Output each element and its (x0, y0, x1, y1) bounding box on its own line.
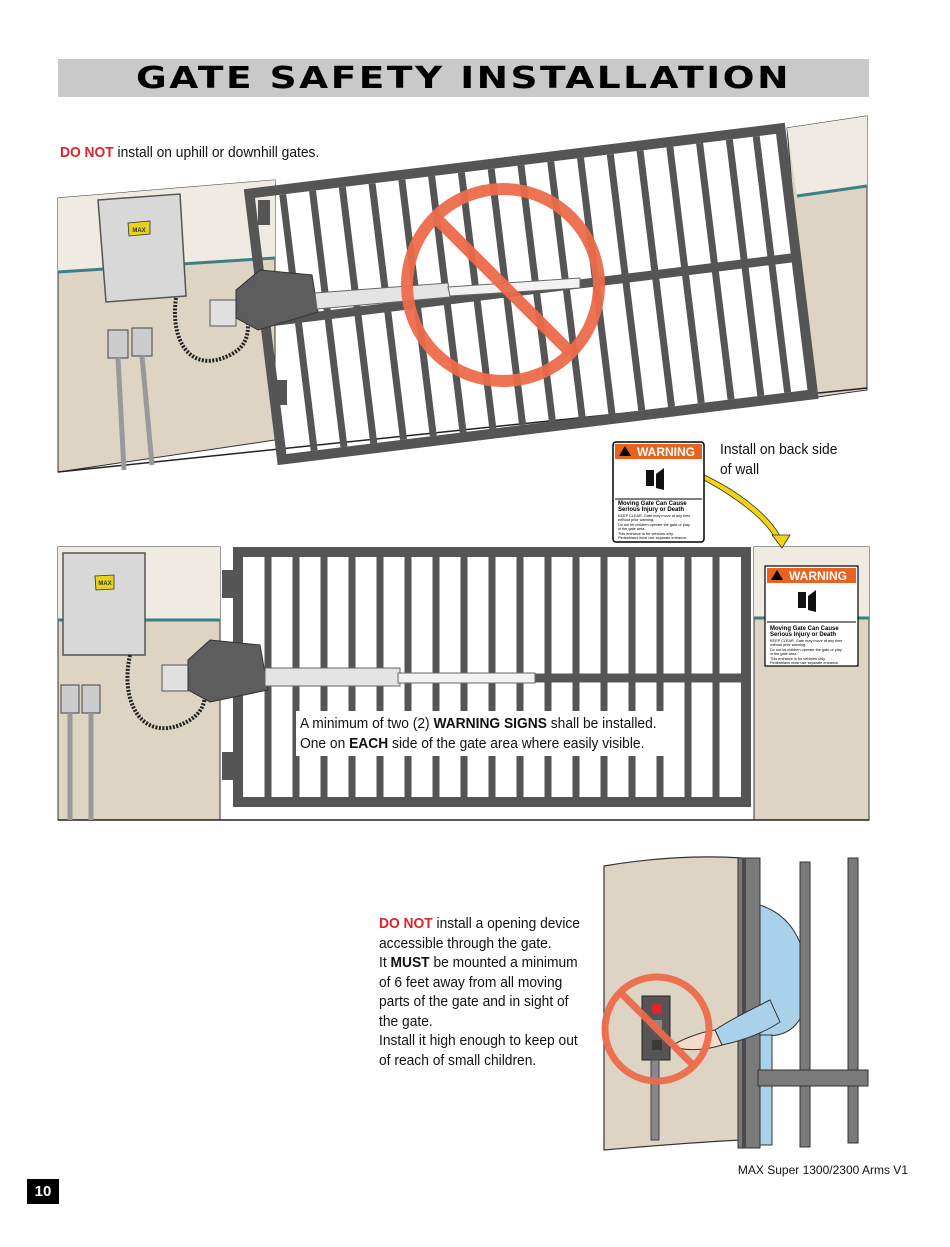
warning-headline-1b: Moving Gate Can Cause (770, 626, 839, 632)
warning-signs-instructions: A minimum of two (2) WARNING SIGNS shall… (300, 714, 668, 753)
do-not-label-2: DO NOT (379, 915, 433, 932)
control-box: MAX (97, 193, 251, 471)
warning-line-1: KEEP CLEAR. Gate may move at any time (618, 514, 690, 518)
box-brand-1: MAX (132, 228, 145, 234)
warning-line-2b: without prior warning. (770, 643, 806, 647)
warning-signs-line-2: One on EACH side of the gate area where … (300, 734, 645, 752)
warning-headline-1: Moving Gate Can Cause (618, 501, 687, 507)
uphill-caption: DO NOT install on uphill or downhill gat… (60, 143, 319, 163)
warning-line-5b: This entrance is for vehicles only. (770, 657, 826, 661)
control-box-2: MAX (60, 552, 207, 820)
warning-line-4: in the gate area. (618, 527, 645, 531)
warning-line-4b: in the gate area. (770, 652, 797, 656)
warning-line-5: This entrance is for vehicles only. (618, 532, 674, 536)
warning-line-1b: KEEP CLEAR. Gate may move at any time (770, 639, 842, 643)
footer-model: MAX Super 1300/2300 Arms V1 (737, 1163, 908, 1177)
warning-line-6: Pedestrians must use separate entrance. (618, 536, 687, 540)
uphill-text: install on uphill or downhill gates. (113, 144, 320, 161)
warning-line-3b: Do not let children operate the gate or … (770, 648, 842, 652)
warning-headline-2: Serious Injury or Death (618, 507, 684, 513)
warning-line-3: Do not let children operate the gate or … (618, 523, 690, 527)
warning-header: WARNING (637, 445, 695, 459)
prohibit-icon-2 (601, 973, 713, 1085)
page-title: GATE SAFETY INSTALLATION (136, 61, 791, 96)
warning-line-6b: Pedestrians must use separate entrance. (770, 661, 839, 665)
device-instructions: DO NOT install a opening device accessib… (379, 915, 580, 1069)
prohibit-icon (401, 183, 605, 387)
warning-headline-2b: Serious Injury or Death (770, 632, 836, 638)
back-side-callout: Install on back side of wall (720, 441, 838, 478)
warning-header-2: WARNING (789, 569, 847, 583)
title-bar: GATE SAFETY INSTALLATION (58, 59, 869, 97)
do-not-label: DO NOT (60, 144, 114, 161)
warning-line-2: without prior warning. (618, 518, 654, 522)
box-brand-2: MAX (98, 581, 111, 587)
page-number: 10 (27, 1179, 59, 1204)
warning-signs-line-1: A minimum of two (2) WARNING SIGNS shall… (300, 715, 657, 732)
level-gate (233, 547, 751, 807)
